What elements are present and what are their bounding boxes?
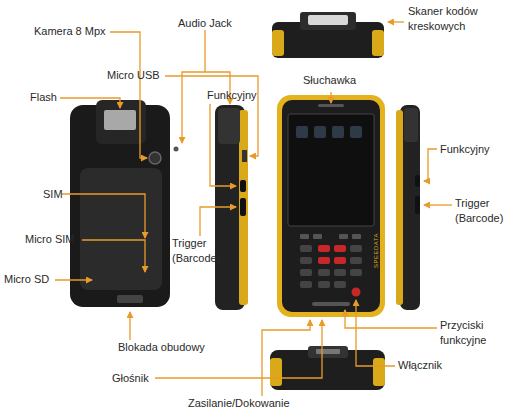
bottom-view bbox=[270, 346, 385, 390]
key bbox=[334, 245, 346, 252]
scanner-housing bbox=[96, 100, 146, 144]
part-label: Włącznik bbox=[398, 358, 442, 373]
screen-icons bbox=[296, 126, 362, 138]
audio-jack bbox=[174, 147, 179, 152]
cover-lock bbox=[117, 295, 143, 303]
camera-lens bbox=[149, 152, 161, 164]
key bbox=[334, 257, 346, 264]
app-icon bbox=[350, 126, 362, 138]
key bbox=[350, 257, 362, 264]
bottom-accent bbox=[270, 358, 282, 386]
leader-line bbox=[129, 312, 130, 340]
earpiece bbox=[318, 104, 344, 107]
part-label: Zasilanie/Dokowanie bbox=[188, 396, 290, 411]
key bbox=[339, 234, 348, 239]
key bbox=[318, 269, 330, 276]
key bbox=[318, 281, 330, 288]
key bbox=[318, 257, 330, 264]
leader-line bbox=[60, 98, 120, 108]
part-label: Kamera 8 Mpx bbox=[34, 24, 106, 39]
key bbox=[350, 269, 362, 276]
usb-port bbox=[242, 150, 247, 162]
leader-line bbox=[356, 300, 395, 366]
side-accent bbox=[396, 110, 403, 305]
key bbox=[334, 281, 346, 288]
key bbox=[300, 257, 312, 264]
leader-line bbox=[182, 30, 205, 143]
part-label: Funkcyjny bbox=[440, 142, 490, 157]
right-side-view bbox=[396, 105, 420, 310]
function-button bbox=[240, 180, 246, 192]
leader-line bbox=[82, 240, 145, 272]
top-accent bbox=[272, 30, 284, 56]
app-icon bbox=[332, 126, 344, 138]
leader-line bbox=[110, 32, 147, 158]
top-accent bbox=[372, 30, 384, 56]
part-label: SIM bbox=[43, 187, 63, 202]
leader-line bbox=[424, 149, 437, 181]
key bbox=[300, 269, 312, 276]
part-label: Flash bbox=[30, 90, 57, 105]
leader-line bbox=[165, 76, 258, 156]
part-label: Audio Jack bbox=[178, 16, 232, 31]
leader-line bbox=[210, 104, 236, 186]
bottom-accent bbox=[373, 358, 385, 386]
scanner-window bbox=[308, 15, 348, 25]
side-accent bbox=[239, 110, 248, 305]
keypad bbox=[300, 234, 362, 297]
scanner-window bbox=[104, 110, 136, 130]
power-key bbox=[352, 288, 361, 297]
part-label: Micro SIM bbox=[25, 232, 75, 247]
dock-pins bbox=[316, 349, 340, 354]
part-label: Funkcyjny bbox=[207, 88, 257, 103]
part-label: Blokada obudowy bbox=[118, 340, 205, 355]
battery-cover bbox=[80, 168, 162, 290]
scanner-head bbox=[300, 12, 356, 30]
key bbox=[318, 245, 330, 252]
part-label: Micro USB bbox=[107, 68, 160, 83]
leader-line bbox=[330, 92, 331, 103]
leader-line bbox=[345, 310, 437, 328]
speaker-grille bbox=[312, 302, 350, 306]
screen bbox=[288, 114, 374, 226]
leader-line bbox=[55, 279, 92, 280]
part-label: Trigger (Barcode) bbox=[455, 196, 513, 226]
front-body bbox=[282, 100, 380, 312]
leader-line bbox=[62, 194, 145, 238]
key bbox=[350, 245, 362, 252]
dock-connector bbox=[308, 346, 348, 358]
key bbox=[300, 281, 312, 288]
key bbox=[300, 234, 309, 239]
part-label: Słuchawka bbox=[303, 73, 356, 88]
brand-logo: SPEEDATA bbox=[373, 233, 380, 268]
back-view bbox=[70, 100, 179, 307]
app-icon bbox=[314, 126, 326, 138]
top-view bbox=[272, 12, 384, 58]
front-frame bbox=[277, 95, 385, 317]
key bbox=[300, 245, 312, 252]
key bbox=[334, 269, 346, 276]
side-scanner bbox=[218, 108, 240, 144]
side-scanner bbox=[404, 108, 418, 142]
trigger-button bbox=[415, 196, 420, 214]
leader-lines bbox=[55, 22, 452, 396]
leader-line bbox=[262, 320, 310, 396]
key bbox=[352, 234, 361, 239]
front-view bbox=[277, 95, 385, 317]
part-label: Przyciski funkcyjne bbox=[440, 318, 500, 348]
key bbox=[313, 234, 322, 239]
part-label: Trigger (Barcode) bbox=[172, 236, 230, 266]
part-label: Micro SD bbox=[4, 272, 49, 287]
leader-line bbox=[388, 21, 404, 22]
part-label: Skaner kodów kreskowych bbox=[408, 4, 498, 34]
trigger-button bbox=[240, 198, 246, 216]
leader-line bbox=[424, 204, 452, 205]
leader-line bbox=[200, 207, 236, 236]
app-icon bbox=[296, 126, 308, 138]
function-button bbox=[415, 175, 420, 187]
part-label: Głośnik bbox=[112, 371, 149, 386]
